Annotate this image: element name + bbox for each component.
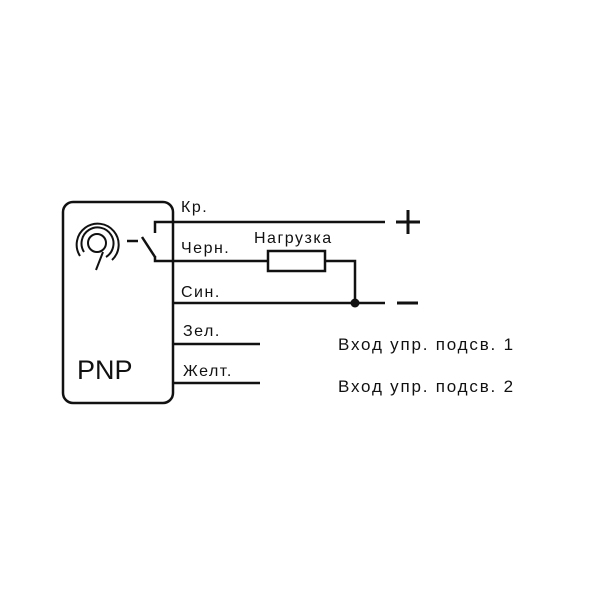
load-label: Нагрузка <box>254 230 333 247</box>
load-resistor <box>266 249 327 273</box>
wire-label-blue: Син. <box>181 284 221 301</box>
switch-contact <box>140 236 157 258</box>
sensor-type-label: PNP <box>77 355 133 385</box>
wire-black <box>153 256 268 263</box>
input-label-2: Вход упр. подсв. 2 <box>338 377 515 396</box>
wire-label-black: Черн. <box>181 240 230 257</box>
proximity-sensor-icon <box>75 222 120 271</box>
wire-label-yellow: Желт. <box>183 363 233 380</box>
wire-red <box>153 220 385 233</box>
junction-dot <box>350 298 360 308</box>
wire-label-green: Зел. <box>183 323 221 340</box>
wire-label-red: Кр. <box>181 199 208 216</box>
input-label-1: Вход упр. подсв. 1 <box>338 335 515 354</box>
wire-black-load <box>325 259 357 303</box>
